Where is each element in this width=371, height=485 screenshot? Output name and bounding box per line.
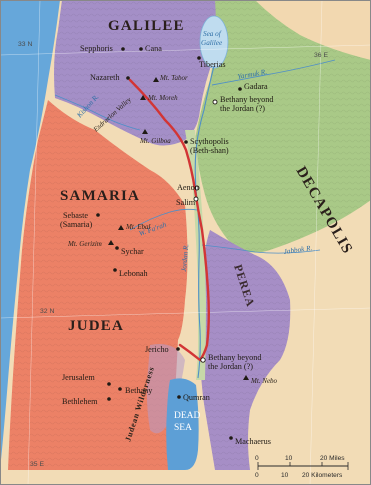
city-label-qumran: Qumran	[183, 393, 210, 402]
scale-mile-10: 10	[285, 455, 293, 462]
mountain-label-nebo: Mt. Nebo	[250, 377, 278, 385]
city-label-tiberias: Tiberias	[199, 60, 226, 69]
city-dot-jericho	[176, 347, 180, 351]
jabbok-river	[201, 244, 321, 254]
kishon-river	[54, 94, 141, 131]
mediterranean-sea	[0, 0, 60, 470]
scale-mile-0: 0	[255, 455, 259, 462]
wadi-farah	[129, 208, 198, 231]
region-label-samaria: SAMARIA	[60, 188, 140, 204]
label-dead-sea: DEAD SEA	[174, 411, 203, 433]
city-label-nazareth: Nazareth	[90, 73, 120, 82]
mountain-markers	[108, 77, 249, 380]
mountain-icon-nebo	[243, 375, 249, 380]
grid-label-33n: 33 N	[18, 41, 32, 48]
city-label-bethany-beyond-south: Bethany beyond the Jordan (?)	[208, 353, 263, 371]
grid-label-36e: 36 E	[314, 52, 328, 59]
city-label-gadara: Gadara	[244, 82, 268, 91]
city-markers	[96, 47, 242, 440]
mountain-icon-ebal	[118, 225, 124, 230]
city-label-lebonah: Lebonah	[119, 269, 148, 278]
label-jordan-river: Jordan R.	[180, 243, 190, 272]
region-label-judea: JUDEA	[68, 318, 124, 334]
grid-line-35e	[27, 0, 41, 485]
grid-line-32n	[0, 307, 371, 319]
scale-bar: 0 10 20 Miles 0 10 20 Kilometers	[255, 455, 349, 479]
city-dot-sepphoris	[121, 47, 125, 51]
city-label-scythopolis: Scythopolis (Beth-shan)	[190, 137, 231, 155]
mountain-label-gilboa: Mt. Gilboa	[139, 137, 171, 145]
city-dot-jerusalem	[107, 382, 111, 386]
city-label-bethlehem: Bethlehem	[62, 397, 98, 406]
open-city-markers	[193, 99, 218, 363]
grid-line-36e	[309, 0, 323, 485]
grid-label-35e: 35 E	[30, 461, 44, 468]
region-label-galilee: GALILEE	[108, 18, 185, 34]
city-label-jerusalem: Jerusalem	[62, 373, 95, 382]
mountain-icon-gilboa	[142, 129, 148, 134]
city-dot-scythopolis	[184, 140, 188, 144]
city-label-machaerus: Machaerus	[235, 437, 271, 446]
city-dot-sebaste	[96, 213, 100, 217]
mountain-icon-moreh	[140, 95, 146, 100]
desert-northeast	[255, 0, 371, 60]
city-label-jericho: Jericho	[145, 345, 169, 354]
mountain-icon-tabor	[153, 77, 159, 82]
city-label-salim: Salim	[176, 198, 196, 207]
city-dot-salim	[193, 196, 199, 202]
mountain-icon-gerizim	[108, 240, 114, 245]
label-sea-of-galilee: Sea of Galilee	[201, 30, 223, 47]
scale-mile-20: 20 Miles	[320, 455, 345, 462]
mountain-label-ebal: Mt. Ebal	[125, 223, 151, 231]
city-dot-machaerus	[229, 436, 233, 440]
mountain-label-gerizim: Mt. Gerizim	[67, 240, 102, 248]
grid-line-33n	[0, 44, 371, 56]
city-label-aenon: Aenon	[177, 183, 199, 192]
region-judea-purple-patch	[146, 344, 185, 434]
city-dot-sychar	[115, 246, 119, 250]
city-dot-aenon	[194, 185, 200, 191]
city-label-sychar: Sychar	[121, 247, 144, 256]
scale-km-10: 10	[281, 472, 289, 479]
label-jabbok-river: Jabbok R.	[283, 244, 313, 256]
city-dot-bethlehem	[107, 397, 111, 401]
city-label-cana: Cana	[145, 44, 162, 53]
yarmuk-river	[211, 59, 336, 86]
city-label-sepphoris: Sepphoris	[80, 44, 113, 53]
city-dot-bethany-beyond-north	[212, 99, 218, 105]
city-label-sebaste: Sebaste (Samaria)	[60, 211, 93, 229]
city-dot-qumran	[177, 395, 181, 399]
scale-km-0: 0	[255, 472, 259, 479]
city-dot-bethany	[118, 387, 122, 391]
jordan-valley	[185, 130, 206, 380]
city-dot-lebonah	[113, 268, 117, 272]
city-dot-tiberias	[197, 56, 201, 60]
city-dot-cana	[139, 47, 143, 51]
mountain-label-tabor: Mt. Tabor	[159, 74, 188, 82]
city-label-bethany: Bethany	[125, 386, 153, 395]
dead-sea	[166, 378, 199, 470]
city-dot-nazareth	[126, 76, 130, 80]
mountain-label-moreh: Mt. Moreh	[147, 94, 178, 102]
city-dot-gadara	[238, 87, 242, 91]
scale-km-20: 20 Kilometers	[302, 472, 343, 479]
city-label-bethany-beyond-north: Bethany beyond the Jordan (?)	[220, 95, 275, 113]
route-line	[128, 78, 210, 362]
grid-label-32n: 32 N	[40, 308, 54, 315]
city-dot-bethany-beyond-south	[200, 357, 206, 363]
